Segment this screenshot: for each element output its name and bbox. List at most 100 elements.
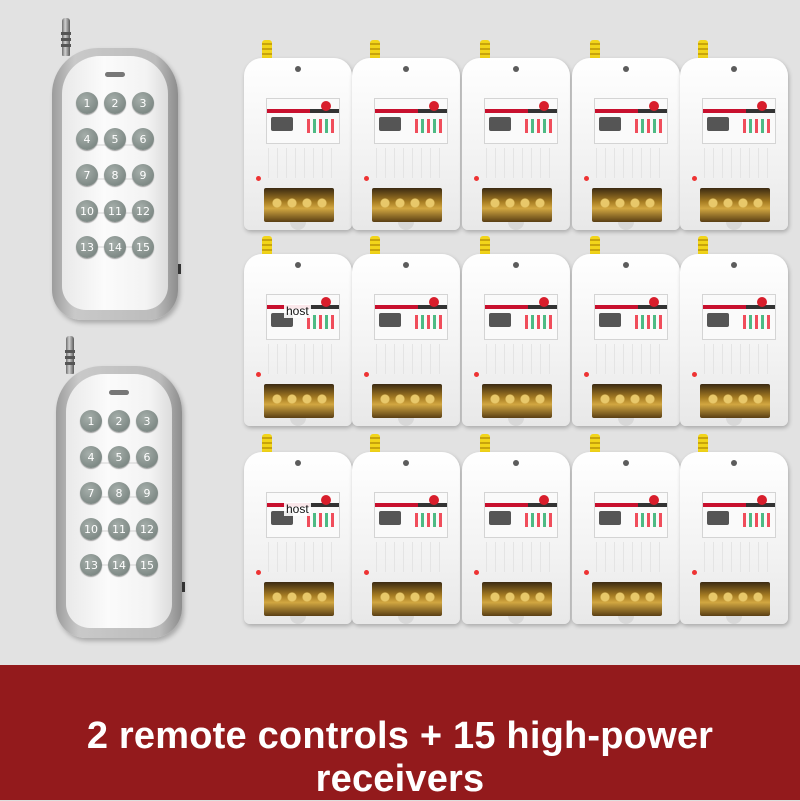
status-led <box>256 176 261 181</box>
status-led <box>692 176 697 181</box>
host-tag: host <box>284 502 311 516</box>
remote-key: 8 <box>108 482 130 504</box>
remote-key: 7 <box>76 164 98 186</box>
antenna <box>65 336 75 374</box>
receiver-body <box>244 254 352 426</box>
antenna <box>370 434 380 460</box>
remote-key: 5 <box>104 128 126 150</box>
antenna <box>698 236 708 262</box>
host-tag: host <box>284 304 311 318</box>
receiver-label <box>374 294 448 340</box>
status-led <box>364 570 369 575</box>
receiver-body <box>462 254 570 426</box>
receiver-unit <box>572 434 680 624</box>
receiver-unit: host <box>244 434 352 624</box>
status-led <box>474 570 479 575</box>
status-led <box>584 372 589 377</box>
remote-key: 2 <box>104 92 126 114</box>
antenna <box>698 434 708 460</box>
antenna <box>370 236 380 262</box>
remote-shell: 1 2 3 4 5 6 7 8 9 10 11 12 13 14 15 <box>56 366 185 638</box>
receiver-label <box>594 98 668 144</box>
antenna <box>480 236 490 262</box>
receiver-unit <box>462 236 570 426</box>
receiver-unit <box>244 40 352 230</box>
remote-key: 13 <box>80 554 102 576</box>
remote-key: 15 <box>136 554 158 576</box>
receiver-unit: host <box>244 236 352 426</box>
terminal-block <box>372 188 442 222</box>
receiver-unit <box>680 40 788 230</box>
remote-key: 7 <box>80 482 102 504</box>
indicator-led <box>105 72 125 77</box>
terminal-block <box>592 384 662 418</box>
antenna <box>61 18 71 56</box>
receiver-label <box>702 492 776 538</box>
remote-key: 1 <box>76 92 98 114</box>
receiver-label <box>594 492 668 538</box>
antenna <box>698 40 708 66</box>
remote-key: 14 <box>108 554 130 576</box>
receiver-label <box>702 98 776 144</box>
terminal-block <box>264 188 334 222</box>
status-led <box>474 176 479 181</box>
remote-key: 4 <box>76 128 98 150</box>
remote-key: 12 <box>132 200 154 222</box>
receiver-body <box>352 58 460 230</box>
antenna <box>262 236 272 262</box>
terminal-block <box>482 582 552 616</box>
terminal-block <box>264 582 334 616</box>
remote-key: 4 <box>80 446 102 468</box>
antenna <box>480 434 490 460</box>
terminal-block <box>700 384 770 418</box>
receiver-label <box>702 294 776 340</box>
receiver-unit <box>572 236 680 426</box>
terminal-block <box>372 384 442 418</box>
caption-banner: 2 remote controls + 15 high-power receiv… <box>0 665 800 800</box>
remote-control-2: 1 2 3 4 5 6 7 8 9 10 11 12 13 14 15 <box>56 336 185 638</box>
remote-key: 15 <box>132 236 154 258</box>
receiver-label <box>266 294 340 340</box>
receiver-body <box>462 452 570 624</box>
antenna <box>590 40 600 66</box>
remote-key: 3 <box>132 92 154 114</box>
receiver-label <box>484 98 558 144</box>
receiver-label <box>374 98 448 144</box>
remote-key: 6 <box>132 128 154 150</box>
status-led <box>364 372 369 377</box>
receiver-body <box>572 254 680 426</box>
remote-key: 2 <box>108 410 130 432</box>
indicator-led <box>109 390 129 395</box>
remote-key: 8 <box>104 164 126 186</box>
receiver-body <box>352 254 460 426</box>
receiver-body <box>244 452 352 624</box>
terminal-block <box>592 188 662 222</box>
status-led <box>474 372 479 377</box>
terminal-block <box>372 582 442 616</box>
product-photo: 1 2 3 4 5 6 7 8 9 10 11 12 13 14 15 <box>52 18 788 638</box>
antenna <box>262 40 272 66</box>
remote-key: 1 <box>80 410 102 432</box>
receiver-body <box>352 452 460 624</box>
keypad: 1 2 3 4 5 6 7 8 9 10 11 12 13 14 15 <box>76 92 154 258</box>
receiver-unit <box>352 236 460 426</box>
status-led <box>584 176 589 181</box>
antenna <box>480 40 490 66</box>
remote-face: 1 2 3 4 5 6 7 8 9 10 11 12 13 14 15 <box>62 56 168 310</box>
status-led <box>692 570 697 575</box>
receiver-unit <box>680 236 788 426</box>
terminal-block <box>700 188 770 222</box>
receiver-label <box>484 294 558 340</box>
remote-shell: 1 2 3 4 5 6 7 8 9 10 11 12 13 14 15 <box>52 48 181 320</box>
receiver-label <box>266 98 340 144</box>
remote-key: 13 <box>76 236 98 258</box>
receiver-unit <box>352 40 460 230</box>
remote-key: 11 <box>104 200 126 222</box>
terminal-block <box>592 582 662 616</box>
receiver-body <box>244 58 352 230</box>
remote-face: 1 2 3 4 5 6 7 8 9 10 11 12 13 14 15 <box>66 374 172 628</box>
keypad: 1 2 3 4 5 6 7 8 9 10 11 12 13 14 15 <box>80 410 158 576</box>
antenna <box>370 40 380 66</box>
remote-key: 10 <box>76 200 98 222</box>
receiver-label <box>484 492 558 538</box>
